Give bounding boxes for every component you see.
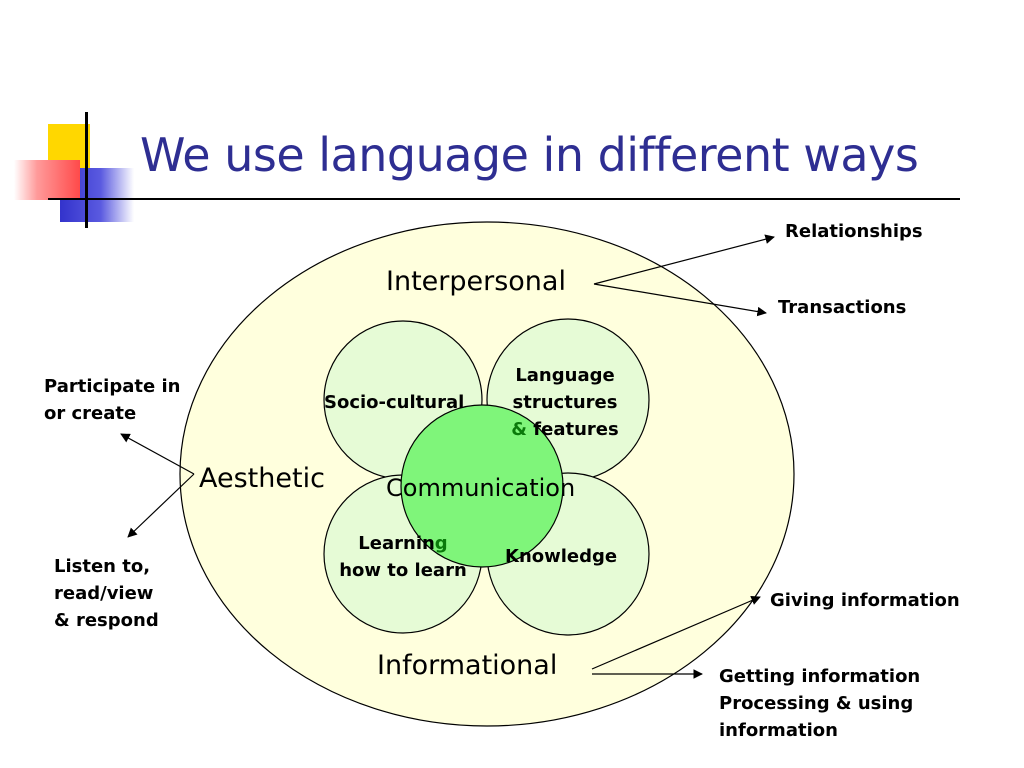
annotation-listen: Listen to, read/view & respond bbox=[54, 553, 159, 634]
label-knowledge: Knowledge bbox=[505, 546, 618, 567]
label-socio-cultural: Socio-cultural bbox=[324, 392, 465, 413]
label-learning: Learning how to learn bbox=[328, 530, 478, 584]
annotation-listen-line2: read/view bbox=[54, 583, 154, 604]
label-language-line3: & features bbox=[500, 416, 630, 443]
label-interpersonal: Interpersonal bbox=[386, 266, 566, 297]
annotation-getting-line3: information bbox=[719, 720, 838, 741]
annotation-participate-line2: or create bbox=[44, 403, 137, 424]
annotation-giving: Giving information bbox=[770, 590, 960, 611]
annotation-listen-line3: & respond bbox=[54, 610, 159, 631]
annotation-getting: Getting information Processing & using i… bbox=[719, 663, 920, 744]
deco-red-square bbox=[14, 160, 80, 200]
label-learning-part2: g bbox=[434, 533, 448, 554]
label-communication: Communication bbox=[386, 474, 576, 502]
label-language-line2: structures bbox=[512, 392, 618, 413]
arrow-relationships bbox=[593, 234, 775, 285]
deco-vertical-line bbox=[85, 112, 88, 228]
label-learning-line2: how to learn bbox=[339, 560, 467, 581]
arrow-listen bbox=[127, 473, 195, 538]
label-learning-line1: Learning bbox=[328, 530, 478, 557]
title-underline bbox=[50, 198, 960, 200]
annotation-participate-line1: Participate in bbox=[44, 376, 181, 397]
label-aesthetic: Aesthetic bbox=[199, 463, 325, 494]
annotation-participate: Participate in or create bbox=[44, 373, 180, 427]
annotation-listen-line1: Listen to, bbox=[54, 556, 151, 577]
annotation-getting-line1: Getting information bbox=[719, 666, 921, 687]
annotation-transactions: Transactions bbox=[778, 297, 907, 318]
annotation-getting-line2: Processing & using bbox=[719, 693, 914, 714]
annotation-relationships: Relationships bbox=[785, 221, 923, 242]
label-language-ampersand: & bbox=[511, 419, 527, 440]
arrow-giving bbox=[591, 595, 761, 670]
page-title: We use language in different ways bbox=[140, 128, 919, 182]
label-language-line1: Language bbox=[515, 365, 615, 386]
label-language-structures: Language structures & features bbox=[500, 362, 630, 443]
arrow-transactions bbox=[593, 283, 767, 317]
circle-communication bbox=[400, 404, 564, 568]
label-language-features: features bbox=[533, 419, 619, 440]
label-learning-part1: Learnin bbox=[358, 533, 435, 554]
label-informational: Informational bbox=[377, 650, 558, 681]
arrow-participate bbox=[120, 433, 195, 475]
